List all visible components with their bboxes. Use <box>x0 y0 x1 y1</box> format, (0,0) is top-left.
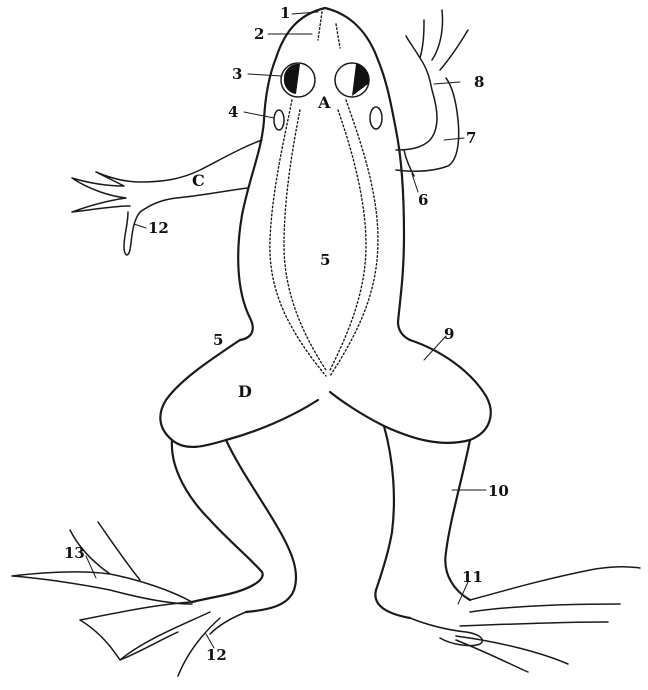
label-4: 4 <box>228 103 238 121</box>
region-d-label: D <box>238 382 252 401</box>
label-9: 9 <box>444 325 454 343</box>
right-tympanum <box>370 107 382 129</box>
right-shank <box>375 426 470 618</box>
left-dorsolateral-fold <box>270 100 326 376</box>
label-5-leg: 5 <box>213 331 223 349</box>
head-midline <box>318 12 340 48</box>
label-11: 11 <box>462 568 483 586</box>
label-12-hand: 12 <box>148 219 169 237</box>
left-shank <box>172 440 296 612</box>
label-1: 1 <box>280 4 290 22</box>
label-10: 10 <box>488 482 509 500</box>
label-6: 6 <box>418 191 428 209</box>
label-13: 13 <box>64 544 85 562</box>
label-12-foot: 12 <box>206 646 227 664</box>
region-c-label: C <box>192 171 205 190</box>
region-a-label: A <box>317 93 331 112</box>
label-3: 3 <box>232 65 242 83</box>
frog-body-outline <box>238 8 410 340</box>
leader-lines <box>86 12 486 648</box>
left-arm <box>72 140 262 255</box>
label-7: 7 <box>466 129 476 147</box>
right-eye <box>335 63 369 97</box>
left-tympanum <box>274 110 284 130</box>
right-thigh <box>330 340 491 443</box>
label-5-belly: 5 <box>320 251 330 269</box>
left-inner-fold <box>284 110 326 370</box>
right-inner-fold <box>330 110 366 370</box>
right-dorsolateral-fold <box>330 100 378 376</box>
left-eye <box>281 63 315 97</box>
label-8: 8 <box>474 73 484 91</box>
right-arm <box>396 10 468 176</box>
label-2: 2 <box>254 25 264 43</box>
right-foot <box>410 567 640 672</box>
